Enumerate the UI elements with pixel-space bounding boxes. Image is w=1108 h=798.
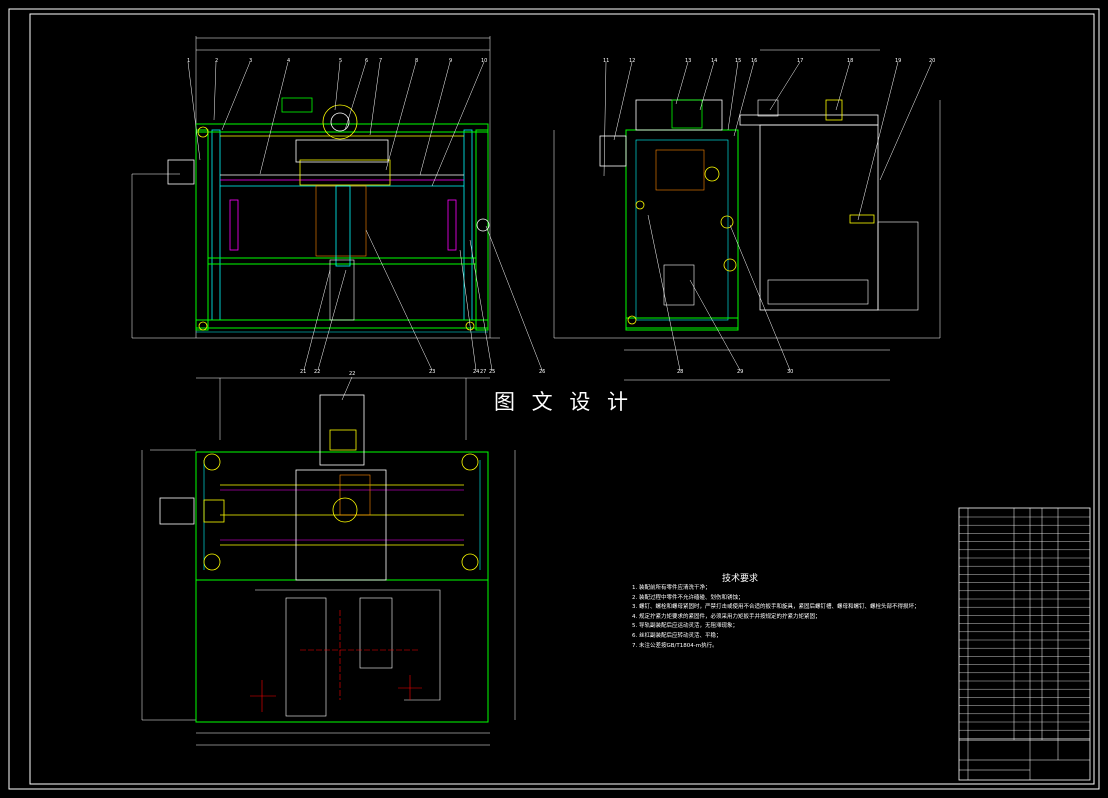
svg-text:11: 11 xyxy=(603,58,609,64)
svg-text:28: 28 xyxy=(677,369,683,375)
svg-text:8: 8 xyxy=(415,58,418,64)
svg-text:22: 22 xyxy=(349,371,355,377)
requirement-item: 5. 导轨副装配后应运动灵活，无阻滞现象； xyxy=(632,623,738,630)
svg-text:16: 16 xyxy=(751,58,757,64)
requirement-item: 6. 丝杠副装配后应转动灵活、平稳； xyxy=(632,632,722,639)
svg-text:20: 20 xyxy=(929,58,935,64)
inner-border xyxy=(29,13,1095,785)
svg-text:21: 21 xyxy=(300,369,306,375)
svg-text:24: 24 xyxy=(473,369,479,375)
requirement-item: 4. 规定拧紧力矩要求的紧固件，必须采用力矩扳手并按规定的拧紧力矩紧固； xyxy=(632,613,821,620)
svg-text:10: 10 xyxy=(481,58,487,64)
svg-text:29: 29 xyxy=(737,369,743,375)
svg-text:30: 30 xyxy=(787,369,793,375)
svg-text:22: 22 xyxy=(314,369,320,375)
svg-text:25: 25 xyxy=(489,369,495,375)
svg-text:3: 3 xyxy=(249,58,252,64)
watermark: 图 文 设 计 xyxy=(494,390,634,414)
svg-text:27: 27 xyxy=(480,369,486,375)
title-block xyxy=(958,507,1091,781)
technical-requirements-list: 1. 装配前所有零件应清洗干净； 2. 装配过程中零件不允许磕碰、划伤和锈蚀； … xyxy=(632,584,920,651)
requirement-item: 2. 装配过程中零件不允许磕碰、划伤和锈蚀； xyxy=(632,594,744,601)
svg-text:5: 5 xyxy=(339,58,342,64)
svg-text:2: 2 xyxy=(215,58,218,64)
top-view: 22 xyxy=(141,371,516,746)
svg-text:13: 13 xyxy=(685,58,691,64)
svg-text:12: 12 xyxy=(629,58,635,64)
requirement-item: 7. 未注公差按GB/T1804-m执行。 xyxy=(632,642,718,649)
svg-text:17: 17 xyxy=(797,58,803,64)
svg-text:9: 9 xyxy=(449,58,452,64)
svg-text:4: 4 xyxy=(287,58,290,64)
outer-border xyxy=(8,8,1100,790)
svg-text:1: 1 xyxy=(187,58,190,64)
svg-text:15: 15 xyxy=(735,58,741,64)
svg-text:6: 6 xyxy=(365,58,368,64)
requirement-item: 3. 螺钉、螺栓和螺母紧固时，严禁打击或使用不合适的扳手和旋具，紧固后螺钉槽、螺… xyxy=(632,604,920,611)
svg-text:14: 14 xyxy=(711,58,717,64)
svg-text:7: 7 xyxy=(379,58,382,64)
svg-text:23: 23 xyxy=(429,369,435,375)
bom-rows xyxy=(959,516,1090,739)
svg-text:18: 18 xyxy=(847,58,853,64)
svg-text:19: 19 xyxy=(895,58,901,64)
requirement-item: 1. 装配前所有零件应清洗干净； xyxy=(632,585,711,591)
side-view: 11 12 13 14 15 16 17 18 19 20 28 29 30 xyxy=(553,49,941,381)
svg-text:26: 26 xyxy=(539,369,545,375)
technical-requirements-title: 技术要求 xyxy=(722,574,759,584)
